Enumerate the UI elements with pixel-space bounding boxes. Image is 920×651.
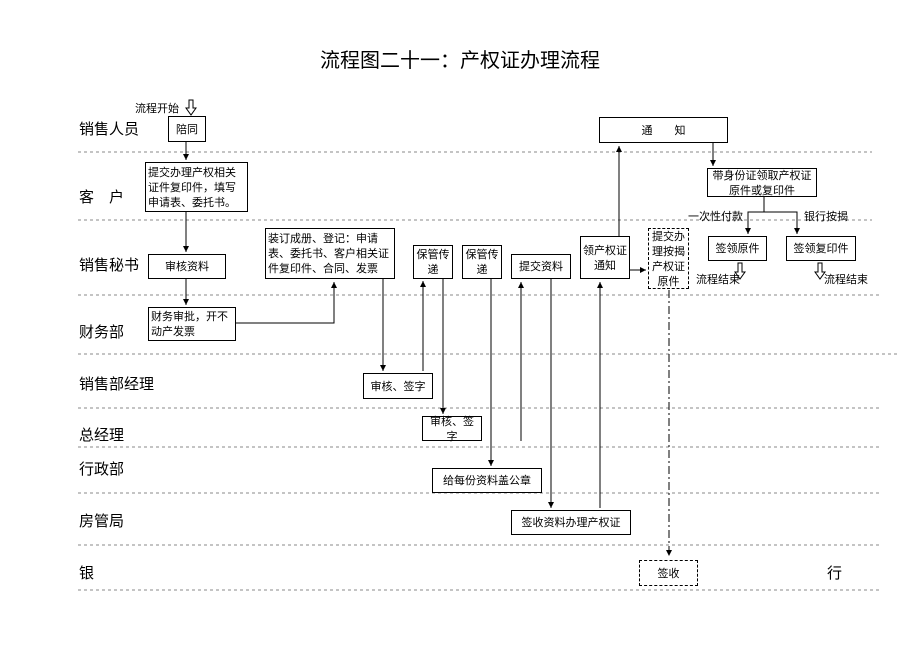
keep-transfer-box-2: 保管传递 bbox=[462, 245, 502, 279]
lane-bank-right: 行 bbox=[827, 564, 843, 582]
submit-mortgage-box: 提交办理按揭产权证原件 bbox=[648, 228, 689, 289]
keep-transfer-box-1: 保管传递 bbox=[413, 245, 453, 279]
submit-docs-customer-box: 提交办理产权相关证件复印件，填写申请表、委托书。 bbox=[145, 162, 248, 212]
lane-sales-secretary: 销售秘书 bbox=[79, 256, 140, 274]
lane-sales-staff: 销售人员 bbox=[79, 120, 140, 138]
lane-general-manager: 总经理 bbox=[79, 426, 125, 444]
bind-register-box: 装订成册、登记：申请表、委托书、客户相关证件复印件、合同、发票 bbox=[265, 228, 395, 279]
lane-separators bbox=[78, 151, 900, 591]
lump-sum-label: 一次性付款 bbox=[688, 210, 743, 223]
submit-docs-box: 提交资料 bbox=[511, 254, 571, 279]
flow-end-label-1: 流程结束 bbox=[696, 273, 740, 286]
lane-bank-left: 银 bbox=[79, 564, 95, 582]
page-title: 流程图二十一：产权证办理流程 bbox=[320, 48, 600, 72]
lane-finance: 财务部 bbox=[79, 323, 125, 341]
hollow-arrows bbox=[185, 99, 826, 280]
lane-admin: 行政部 bbox=[79, 460, 125, 478]
flow-end-label-2: 流程结束 bbox=[824, 273, 868, 286]
lane-sales-manager: 销售部经理 bbox=[79, 375, 155, 393]
receive-notice-box: 领产权证通知 bbox=[580, 236, 630, 279]
sign-original-box: 签领原件 bbox=[708, 236, 767, 261]
receive-process-box: 签收资料办理产权证 bbox=[511, 510, 631, 535]
flow-start-label: 流程开始 bbox=[135, 102, 179, 115]
gm-review-sign-box: 审核、签字 bbox=[422, 415, 482, 443]
lane-customer: 客 户 bbox=[79, 188, 125, 206]
finance-approve-box: 财务审批，开不动产发票 bbox=[148, 307, 236, 341]
bring-id-box: 带身份证领取产权证原件或复印件 bbox=[707, 168, 817, 197]
sign-copy-box: 签领复印件 bbox=[786, 236, 856, 261]
accompany-box: 陪同 bbox=[168, 116, 206, 142]
review-docs-box: 审核资料 bbox=[148, 254, 226, 279]
notice-box: 通 知 bbox=[599, 117, 728, 143]
stamp-seal-box: 给每份资料盖公章 bbox=[432, 468, 542, 493]
mortgage-label: 银行按揭 bbox=[804, 210, 848, 223]
manager-review-sign-box: 审核、签字 bbox=[363, 373, 433, 399]
lane-housing-bureau: 房管局 bbox=[79, 512, 125, 530]
bank-sign-box: 签收 bbox=[639, 560, 698, 586]
